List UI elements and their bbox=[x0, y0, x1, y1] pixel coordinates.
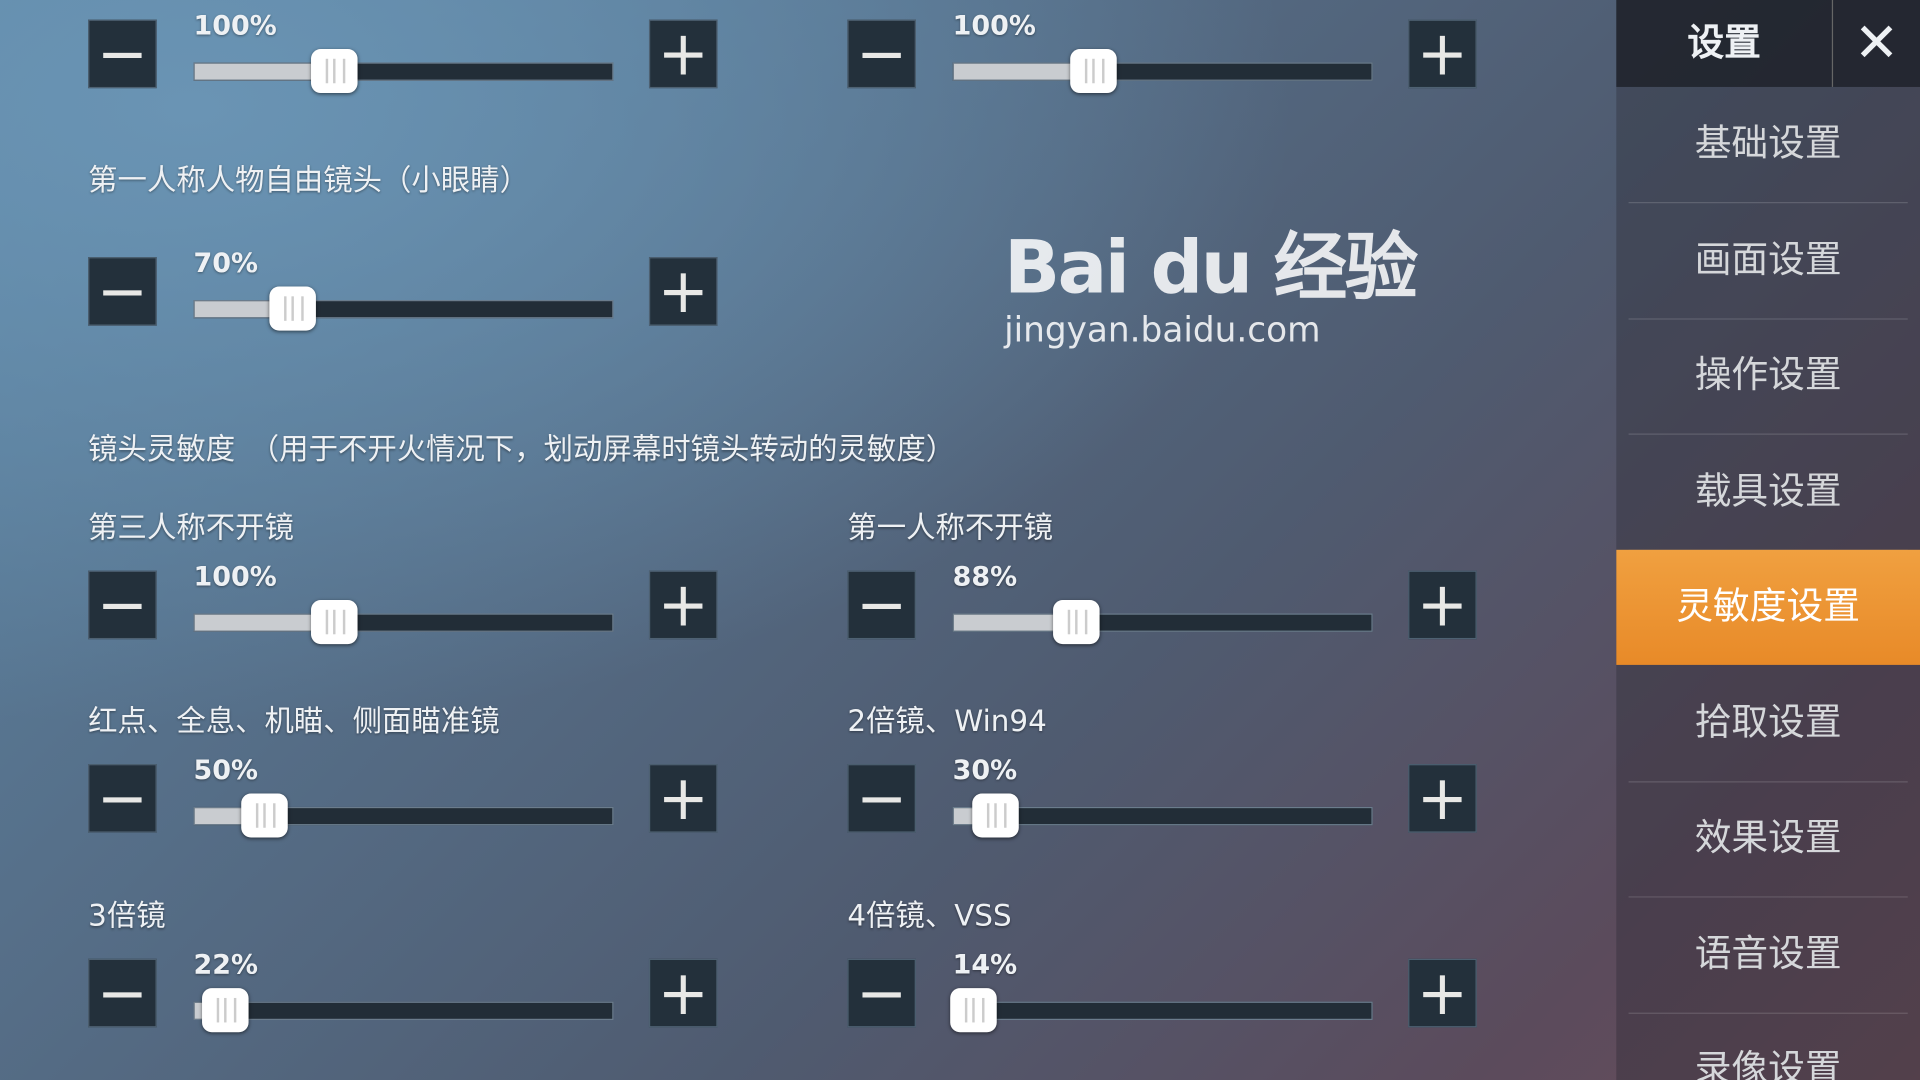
slider-track[interactable] bbox=[952, 793, 1373, 838]
sidebar-item[interactable]: 载具设置 bbox=[1628, 434, 1908, 551]
slider-track[interactable] bbox=[950, 988, 1373, 1033]
sensitivity-slider: − 88% + bbox=[847, 562, 1920, 645]
slider-track[interactable] bbox=[952, 48, 1373, 94]
slider-track[interactable] bbox=[193, 988, 614, 1033]
fp-free-cam-slider: − 70% + bbox=[88, 249, 1480, 331]
slider-thumb[interactable] bbox=[202, 988, 249, 1033]
value-label: 88% bbox=[952, 562, 1018, 593]
value-label: 100% bbox=[193, 11, 277, 42]
slider-thumb[interactable] bbox=[310, 48, 358, 94]
value-label: 70% bbox=[193, 248, 258, 280]
camera-sens-label: 镜头灵敏度 （用于不开火情况下，划动屏幕时镜头转动的灵敏度） bbox=[88, 432, 956, 467]
slider-thumb[interactable] bbox=[241, 793, 288, 838]
increase-button[interactable]: + bbox=[648, 257, 718, 326]
close-button[interactable]: ✕ bbox=[1831, 0, 1920, 87]
slider-fill bbox=[194, 63, 334, 80]
slider-track[interactable] bbox=[193, 286, 614, 331]
decrease-button[interactable]: − bbox=[847, 764, 916, 833]
slider-thumb[interactable] bbox=[1069, 48, 1117, 94]
sensitivity-slider: − 22% + bbox=[88, 950, 1480, 1033]
sidebar-item[interactable]: 基础设置 bbox=[1628, 87, 1908, 204]
decrease-button[interactable]: − bbox=[847, 958, 916, 1028]
fp-free-cam-label: 第一人称人物自由镜头（小眼睛） bbox=[88, 162, 529, 198]
decrease-button[interactable]: − bbox=[88, 257, 157, 326]
increase-button[interactable]: + bbox=[1408, 19, 1477, 89]
sensitivity-slider: − 14% + bbox=[847, 950, 1920, 1033]
slider-fill bbox=[953, 63, 1094, 80]
decrease-button[interactable]: − bbox=[88, 570, 157, 640]
decrease-button[interactable]: − bbox=[88, 958, 157, 1028]
sensitivity-label: 第三人称不开镜 bbox=[88, 510, 294, 545]
sidebar-item[interactable]: 录像设置 bbox=[1629, 1013, 1908, 1080]
sensitivity-label: 4倍镜、VSS bbox=[847, 898, 1012, 934]
sensitivity-slider: − 100% + bbox=[88, 562, 1480, 645]
sensitivity-label: 第一人称不开镜 bbox=[847, 510, 1054, 545]
slider-track[interactable] bbox=[193, 600, 614, 645]
sensitivity-slider: − 30% + bbox=[847, 756, 1920, 838]
sensitivity-label: 2倍镜、Win94 bbox=[847, 704, 1047, 739]
sidebar-title: 设置 bbox=[1687, 22, 1761, 65]
increase-button[interactable]: + bbox=[648, 570, 718, 640]
decrease-button[interactable]: − bbox=[847, 570, 916, 640]
slider-thumb[interactable] bbox=[972, 793, 1019, 838]
sidebar-item[interactable]: 拾取设置 bbox=[1628, 666, 1908, 782]
slider-thumb[interactable] bbox=[1053, 600, 1100, 645]
top-left-slider: − 100% + bbox=[88, 11, 1480, 94]
sidebar-item[interactable]: 灵敏度设置 bbox=[1616, 549, 1920, 665]
increase-button[interactable]: + bbox=[1408, 958, 1477, 1028]
slider-thumb[interactable] bbox=[310, 600, 358, 645]
increase-button[interactable]: + bbox=[1408, 570, 1477, 640]
value-label: 100% bbox=[193, 562, 277, 593]
sidebar-item[interactable]: 操作设置 bbox=[1628, 318, 1908, 435]
increase-button[interactable]: + bbox=[648, 764, 718, 833]
slider-fill bbox=[194, 301, 293, 318]
value-label: 30% bbox=[952, 755, 1018, 787]
sidebar-item[interactable]: 画面设置 bbox=[1628, 203, 1908, 319]
slider-thumb[interactable] bbox=[950, 988, 997, 1033]
decrease-button[interactable]: − bbox=[88, 19, 157, 89]
increase-button[interactable]: + bbox=[648, 958, 718, 1028]
sidebar-header: 设置 ✕ bbox=[1616, 0, 1920, 87]
sidebar-item[interactable]: 语音设置 bbox=[1628, 897, 1908, 1014]
decrease-button[interactable]: − bbox=[847, 19, 916, 89]
value-label: 50% bbox=[193, 755, 258, 787]
settings-sidebar: 设置 ✕ 基础设置画面设置操作设置载具设置灵敏度设置拾取设置效果设置语音设置录像… bbox=[1616, 0, 1920, 1080]
increase-button[interactable]: + bbox=[1408, 764, 1477, 833]
slider-track[interactable] bbox=[952, 600, 1373, 645]
value-label: 100% bbox=[952, 11, 1036, 42]
sensitivity-label: 红点、全息、机瞄、侧面瞄准镜 bbox=[88, 704, 500, 739]
slider-fill bbox=[194, 614, 334, 631]
sensitivity-slider: − 50% + bbox=[88, 756, 1480, 838]
slider-fill bbox=[953, 614, 1077, 631]
slider-track[interactable] bbox=[193, 793, 614, 838]
increase-button[interactable]: + bbox=[648, 19, 718, 89]
decrease-button[interactable]: − bbox=[88, 764, 157, 833]
sensitivity-label: 3倍镜 bbox=[88, 898, 166, 934]
slider-thumb[interactable] bbox=[268, 286, 316, 331]
slider-track[interactable] bbox=[193, 48, 614, 94]
sidebar-item[interactable]: 效果设置 bbox=[1628, 781, 1908, 898]
value-label: 14% bbox=[952, 950, 1018, 981]
top-right-slider: − 100% + bbox=[847, 11, 1920, 94]
value-label: 22% bbox=[193, 950, 258, 981]
